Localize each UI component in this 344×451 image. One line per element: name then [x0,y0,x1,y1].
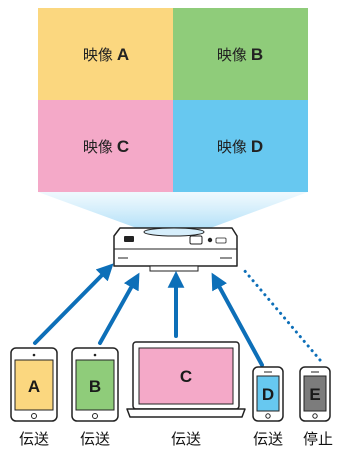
arrow-b [98,272,140,345]
quadrant-b [173,8,308,100]
device-c-screen [138,347,234,405]
quadrant-d [173,100,308,192]
device-b-screen [75,359,115,411]
transmission-arrows [33,263,264,367]
device-e-status: 停止 [303,430,333,448]
projection-beam [38,192,308,230]
device-e-letter: E [309,385,320,404]
device-b-status: 伝送 [80,430,110,448]
device-e-screen [303,375,327,412]
device-tablet-b: B [71,347,119,422]
arrow-a [33,263,114,345]
quadrant-c [38,100,173,192]
device-a-screen [14,359,54,411]
device-b-letter: B [89,377,101,396]
projector [113,227,238,272]
device-phone-e: E [299,366,331,422]
device-a-status: 伝送 [19,430,49,448]
device-phone-d: D [252,366,284,422]
device-tablet-a: A [10,347,58,422]
device-d-status: 伝送 [253,430,283,448]
device-a-letter: A [28,377,40,396]
quadrant-a [38,8,173,100]
arrow-d [211,272,264,367]
device-d-letter: D [262,385,274,404]
arrow-e-dotted [242,268,322,362]
device-d-screen [256,375,280,412]
device-c-status: 伝送 [171,430,201,448]
device-laptop-c: C [126,341,246,418]
projector-lens [143,227,205,237]
device-c-letter: C [180,367,192,386]
